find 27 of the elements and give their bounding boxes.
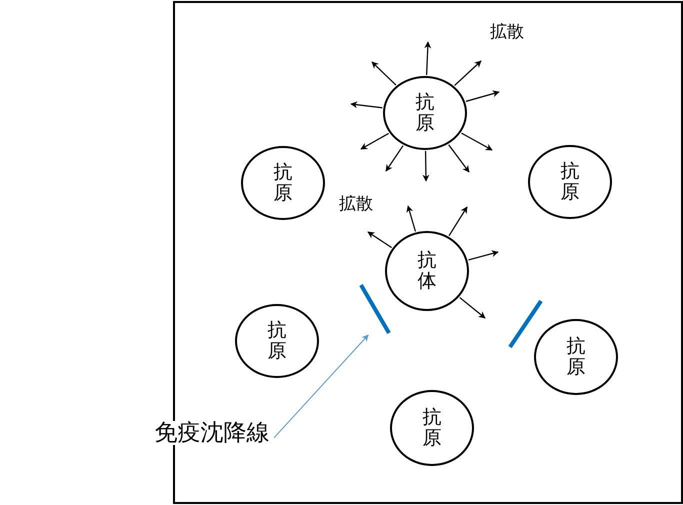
diffusion-arrow [372,62,396,86]
diffusion-label: 拡散 [490,21,524,43]
precipitin-line [508,300,543,348]
diffusion-arrow [422,150,430,182]
diffusion-arrow [448,144,470,173]
diffusion-arrow [367,232,392,248]
diffusion-arrow [454,60,482,86]
diffusion-arrow [386,145,404,172]
molecule-circle: 抗原 [534,319,618,395]
precipitin-line [359,284,391,334]
diffusion-arrow [360,132,390,150]
diffusion-arrow [406,205,416,232]
diffusion-arrow [350,101,382,108]
diffusion-arrow [448,206,468,236]
molecule-circle: 抗原 [390,390,474,466]
leader-line [274,334,369,438]
diffusion-arrow [466,90,500,102]
molecule-circle: 抗体 [385,231,469,311]
molecule-circle: 抗原 [528,145,612,219]
molecule-circle: 抗原 [241,146,325,220]
diffusion-label: 拡散 [339,193,373,215]
diffusion-arrow [461,132,493,151]
diffusion-arrow [468,250,499,260]
diffusion-arrow [459,297,486,318]
molecule-circle: 抗原 [235,304,319,378]
diffusion-arrow [424,41,432,76]
molecule-circle: 抗原 [383,76,467,150]
